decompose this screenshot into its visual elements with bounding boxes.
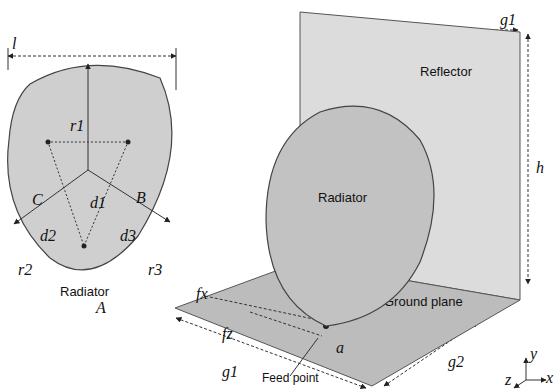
dimension-label: r3	[148, 262, 162, 278]
part-label: Radiator	[60, 284, 109, 299]
radiator-disc: Radiator	[262, 105, 442, 330]
dimension-label: g1	[500, 12, 516, 28]
dimension-label: fz	[222, 326, 233, 342]
dimension-label: y	[530, 346, 537, 362]
dimension-label: z	[505, 372, 511, 388]
dimension-label: A	[96, 300, 106, 316]
dimension-label: d2	[40, 228, 56, 244]
radiator-plate-outline	[0, 60, 190, 275]
radiator-disc-outline	[262, 105, 442, 330]
part-label: Ground plane	[384, 294, 463, 309]
part-label: Radiator	[318, 190, 367, 205]
dimension-label: C	[32, 192, 43, 208]
dimension-label: g2	[448, 354, 464, 370]
dimension-label: B	[136, 190, 146, 206]
dimension-label: a	[336, 340, 344, 356]
dimension-label: r2	[18, 262, 32, 278]
dimension-label: g1	[222, 364, 238, 380]
radiator-plate: Radiator	[0, 60, 190, 275]
dimension-label: fx	[196, 286, 208, 302]
annotation: Feed point	[262, 372, 319, 384]
dimension-label: r1	[70, 118, 84, 134]
dimension-label: l	[12, 36, 16, 52]
dimension-label: h	[536, 160, 544, 176]
part-label: Reflector	[420, 64, 472, 79]
dimension-label: x	[546, 370, 553, 386]
dimension-label: d3	[120, 228, 136, 244]
dimension-label: d1	[90, 195, 106, 211]
